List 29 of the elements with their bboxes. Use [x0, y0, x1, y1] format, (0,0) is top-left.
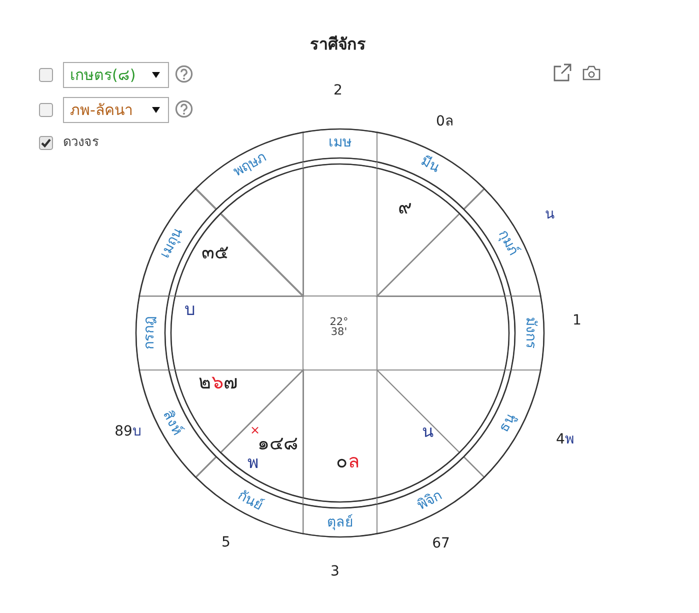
transit-label: 2	[334, 82, 342, 100]
transit-label: 1	[572, 312, 582, 330]
transit-label: 89บ	[114, 424, 142, 440]
dropdown: ภพ-ลัคนา	[63, 97, 169, 123]
planet-numerals: ๒๖๗	[198, 372, 238, 394]
planet-numerals: ๓๕	[201, 242, 228, 264]
sign-label: สิงห์	[159, 408, 186, 438]
planet-letter: น	[422, 422, 434, 442]
sign-label: ธนู	[496, 410, 520, 435]
transit-label: 0ล	[436, 114, 454, 130]
planet-letter: บ	[184, 300, 196, 320]
checkbox-label: ดวงจร	[63, 135, 99, 151]
transit-label: 67	[432, 536, 450, 552]
cross-mark: ×	[250, 422, 260, 438]
sign-label: มีน	[417, 154, 442, 178]
sign-label: พฤษภ	[231, 150, 270, 182]
planet-numerals: ๙	[398, 196, 412, 220]
transit-label: 5	[222, 534, 230, 552]
transit-label: น	[545, 206, 555, 224]
chart-title: ราศีจักร	[310, 34, 366, 54]
sign-label: เมถุน	[157, 225, 188, 262]
degree-label: 22° 38'	[330, 318, 348, 338]
sign-label: เมษ	[328, 134, 352, 152]
dropdown: เกษตร(๘)	[63, 62, 169, 88]
transit-label: 3	[330, 564, 340, 580]
planet-numerals: ๑๔๘	[258, 432, 298, 456]
planet-numerals: ๐ล	[336, 450, 360, 474]
transit-label: 4พ	[556, 432, 574, 448]
sign-label: พิจิก	[414, 487, 445, 514]
